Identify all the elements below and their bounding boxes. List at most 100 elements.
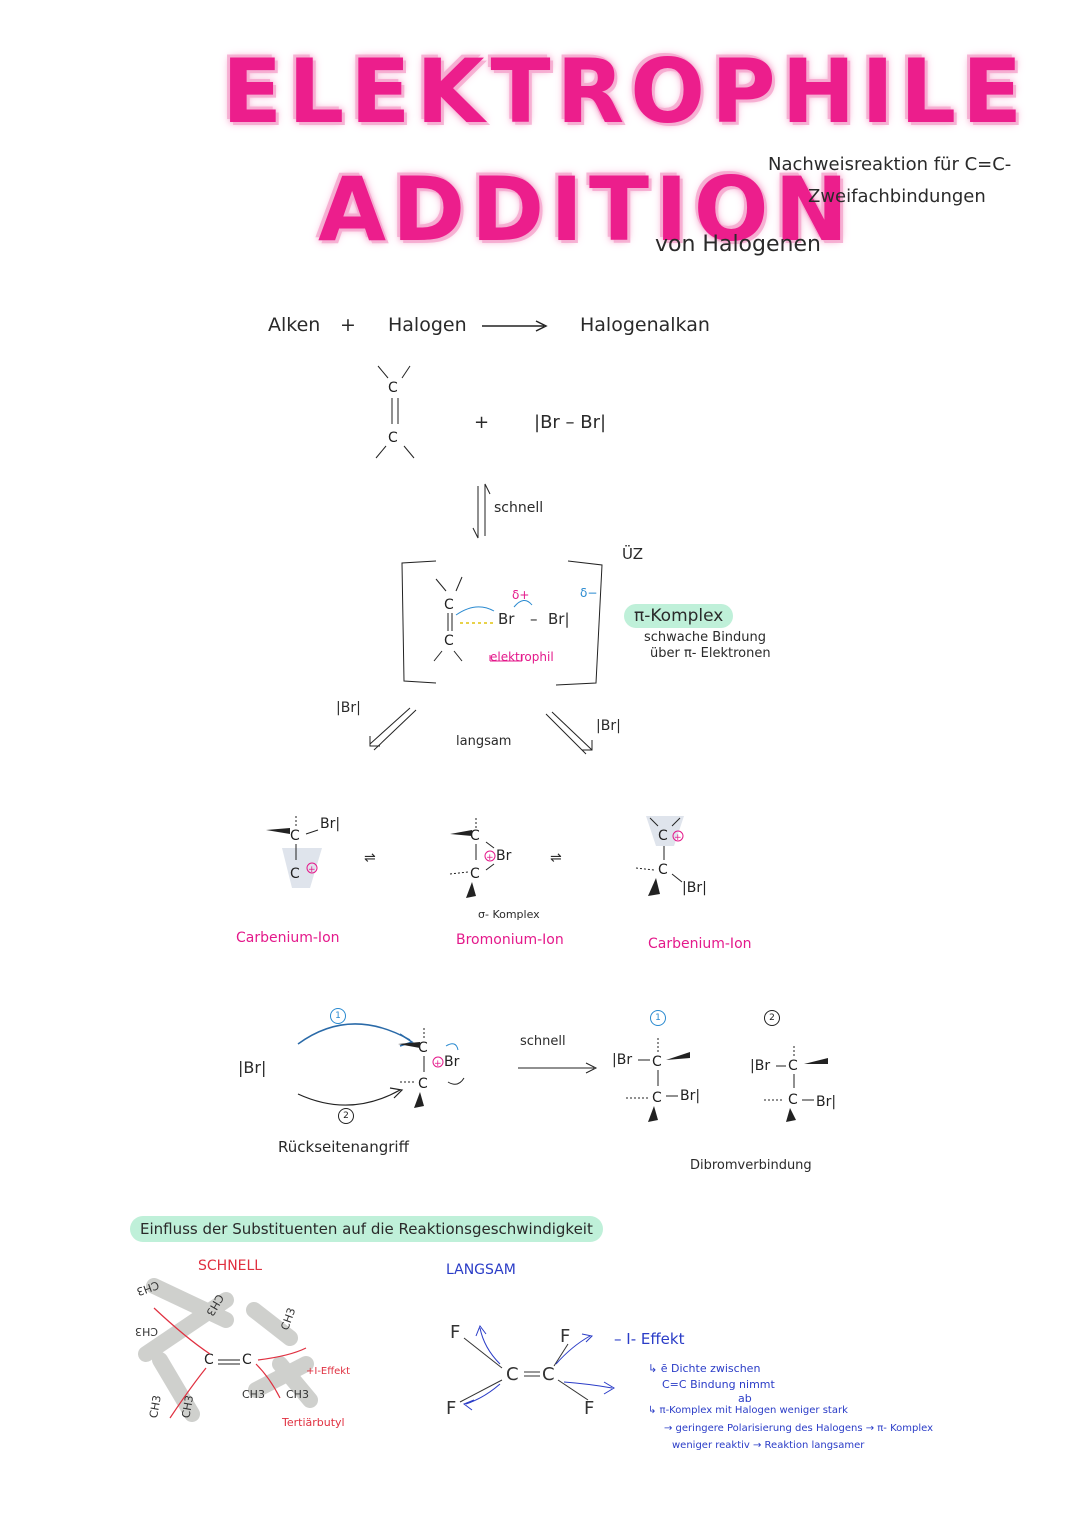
transition-state-bracket: C C	[401, 560, 603, 686]
svg-text:C: C	[652, 1090, 662, 1106]
svg-text:F: F	[560, 1326, 570, 1347]
svg-text:Br: Br	[444, 1054, 460, 1070]
reaction-arrow	[482, 320, 548, 332]
svg-text:+: +	[308, 865, 316, 875]
tertbutyl-label: Tertiärbutyl	[282, 1416, 345, 1429]
elektrophil-label: elektrophil	[490, 650, 554, 664]
note-line-4: ↳ π-Komplex mit Halogen weniger stark	[648, 1405, 848, 1416]
pi-complex-br-2: Br|	[548, 610, 570, 628]
svg-text:|Br|: |Br|	[682, 880, 707, 896]
svg-text:+: +	[434, 1059, 442, 1069]
note-line-6: weniger reaktiv → Reaktion langsamer	[672, 1440, 865, 1451]
svg-text:CH3: CH3	[147, 1394, 164, 1419]
svg-text:C: C	[242, 1352, 252, 1368]
svg-text:C: C	[204, 1352, 214, 1368]
reaction-arrow-2	[518, 1062, 598, 1074]
note-line-3: ab	[738, 1392, 752, 1405]
path-2-badge: 2	[338, 1108, 354, 1124]
dibromo-product-2-structure: |Br C C Br|	[750, 1046, 836, 1122]
svg-text:C: C	[658, 862, 668, 878]
carbenium-ion-right-label: Carbenium-Ion	[648, 936, 752, 952]
equation-product: Halogenalkan	[580, 314, 710, 336]
arrow-label-slow: langsam	[456, 734, 512, 749]
svg-text:F: F	[450, 1322, 460, 1343]
svg-text:C: C	[388, 380, 398, 396]
i-minus-label: – I- Effekt	[614, 1330, 685, 1348]
svg-text:Br|: Br|	[816, 1094, 836, 1110]
bromide-ion-left: |Br|	[336, 700, 361, 716]
svg-text:C: C	[444, 597, 454, 613]
title-line-2: ADDITION	[318, 158, 855, 261]
backside-attack-label: Rückseitenangriff	[278, 1138, 409, 1156]
dibromo-label: Dibromverbindung	[690, 1158, 812, 1173]
carbenium-ion-right-structure: C + C |Br|	[635, 816, 707, 896]
fast-label: SCHNELL	[198, 1258, 263, 1274]
note-top-line-1: Nachweisreaktion für C=C-	[768, 154, 1012, 175]
pi-complex-desc-1: schwache Bindung	[644, 630, 767, 645]
svg-text:CH3: CH3	[242, 1388, 265, 1401]
svg-text:Br|: Br|	[680, 1088, 700, 1104]
equilibrium-arrow-slow-right	[545, 711, 593, 755]
carbenium-ion-left-structure: C Br| C +	[266, 816, 340, 888]
title-line-1: ELEKTROPHILE	[222, 40, 1029, 143]
pi-complex-desc-2: über π- Elektronen	[650, 646, 771, 661]
svg-text:C: C	[506, 1364, 519, 1385]
equilibrium-right: ⇌	[550, 850, 562, 866]
svg-text:C: C	[788, 1092, 798, 1108]
svg-text:C: C	[290, 866, 300, 882]
svg-text:CH3: CH3	[278, 1306, 298, 1332]
sigma-complex-label: σ- Komplex	[478, 908, 540, 921]
svg-text:C: C	[470, 828, 480, 844]
tetrafluoroethene-structure: F F F F C C	[446, 1322, 615, 1419]
svg-text:|Br: |Br	[612, 1052, 632, 1068]
note-line-1: ↳ ē Dichte zwischen	[648, 1362, 761, 1375]
bromine-molecule: |Br – Br|	[534, 412, 607, 433]
note-line-2: C=C Bindung nimmt	[662, 1378, 775, 1391]
product-2-badge: 2	[764, 1010, 780, 1026]
path-1-badge: 1	[330, 1008, 346, 1024]
svg-text:C: C	[788, 1058, 798, 1074]
svg-text:C: C	[658, 828, 668, 844]
note-line-5: → geringere Polarisierung des Halogens →…	[664, 1423, 934, 1434]
arrow-label-fast: schnell	[494, 500, 544, 516]
note-top-line-2: Zweifachbindungen	[808, 186, 986, 207]
arrow-label-fast-2: schnell	[520, 1034, 566, 1049]
svg-text:CH3: CH3	[179, 1394, 196, 1419]
svg-text:CH3: CH3	[135, 1325, 158, 1338]
pi-complex-br-1: Br	[498, 610, 515, 628]
delta-plus: δ+	[512, 588, 530, 602]
svg-text:C: C	[444, 633, 454, 649]
bromide-nucleophile: |Br|	[238, 1058, 267, 1077]
svg-text:C: C	[388, 430, 398, 446]
svg-text:C: C	[418, 1040, 428, 1056]
product-1-badge: 1	[650, 1010, 666, 1026]
svg-text:C: C	[542, 1364, 555, 1385]
bromide-ion-right: |Br|	[596, 718, 621, 734]
svg-text:+: +	[486, 853, 494, 863]
equilibrium-arrow-fast	[472, 483, 491, 539]
svg-text:F: F	[446, 1398, 456, 1419]
svg-text:CH3: CH3	[286, 1388, 309, 1401]
delta-minus: δ−	[580, 586, 598, 600]
bromonium-attack-structure: C C + Br	[398, 1028, 465, 1108]
pi-complex-bond: –	[530, 610, 538, 628]
bromonium-ion-label: Bromonium-Ion	[456, 932, 564, 948]
svg-text:C: C	[290, 828, 300, 844]
tertbutyl-alkene-structure: C C CH3 CH3 CH3 CH3 CH3 CH3 CH3 CH3	[135, 1278, 318, 1422]
equation-reactant-2: Halogen	[388, 314, 467, 336]
svg-text:C: C	[418, 1076, 428, 1092]
bromonium-ion-structure: C C + Br	[449, 818, 512, 898]
step1-plus: +	[474, 412, 490, 433]
attack-arrows	[297, 1023, 414, 1106]
equilibrium-left: ⇌	[364, 850, 376, 866]
svg-text:Br|: Br|	[320, 816, 340, 832]
i-plus-label: +I-Effekt	[306, 1366, 351, 1377]
svg-text:F: F	[584, 1398, 594, 1419]
svg-text:+: +	[674, 833, 682, 843]
pi-complex-label: π-Komplex	[624, 604, 734, 628]
svg-text:Br: Br	[496, 848, 512, 864]
svg-text:C: C	[652, 1054, 662, 1070]
carbenium-ion-left-label: Carbenium-Ion	[236, 930, 340, 946]
transition-state-label: ÜZ	[622, 545, 643, 563]
slow-label: LANGSAM	[446, 1262, 516, 1278]
